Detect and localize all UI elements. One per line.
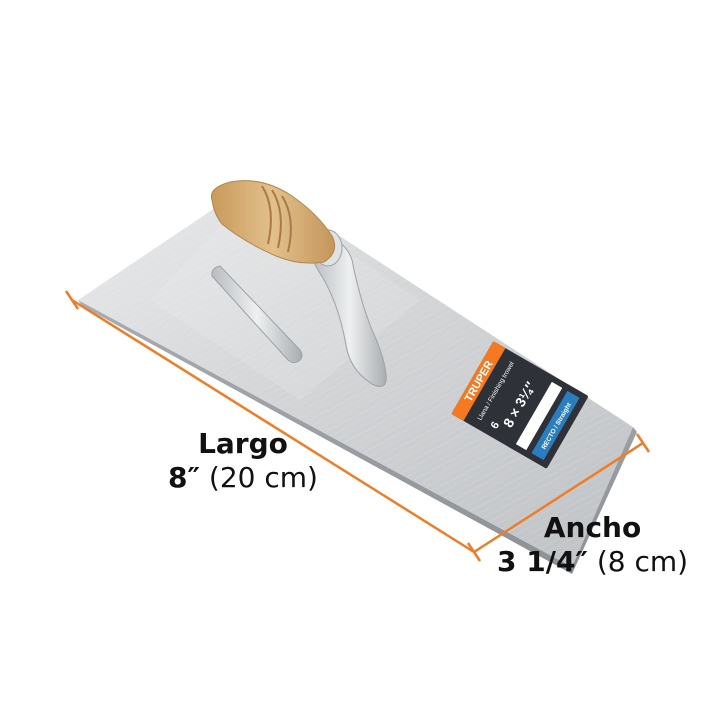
mount-neck [312, 234, 387, 387]
grip-groove-2 [271, 189, 282, 249]
width-imperial: 3 1/4″ [497, 545, 588, 578]
product-label: TRUPER Llana / Finishing trowel 8 × 3¼″ … [451, 341, 588, 469]
width-line [473, 441, 644, 554]
label-barcode-area [515, 381, 563, 451]
label-tag [531, 390, 580, 461]
length-metric: (20 cm) [208, 461, 318, 494]
length-line [71, 298, 475, 554]
grip-groove-1 [261, 185, 272, 245]
wooden-handle [210, 180, 336, 264]
length-imperial: 8″ [168, 461, 200, 494]
width-tick-end [635, 433, 651, 453]
width-annotation: Ancho 3 1/4″ (8 cm) [497, 511, 688, 579]
length-name: Largo [198, 427, 288, 460]
length-annotation: Largo 8″ (20 cm) [168, 427, 318, 495]
label-accent-bar [451, 341, 506, 421]
width-name: Ancho [543, 511, 642, 544]
grip-groove-3 [281, 195, 292, 253]
label-qty: 6 [489, 420, 502, 431]
blade-edge [78, 300, 637, 574]
wood-grip [210, 180, 336, 264]
mount-bar [211, 265, 303, 363]
width-metric: (8 cm) [596, 545, 689, 578]
length-tick-start [64, 290, 80, 310]
width-dimension-line [473, 433, 651, 554]
